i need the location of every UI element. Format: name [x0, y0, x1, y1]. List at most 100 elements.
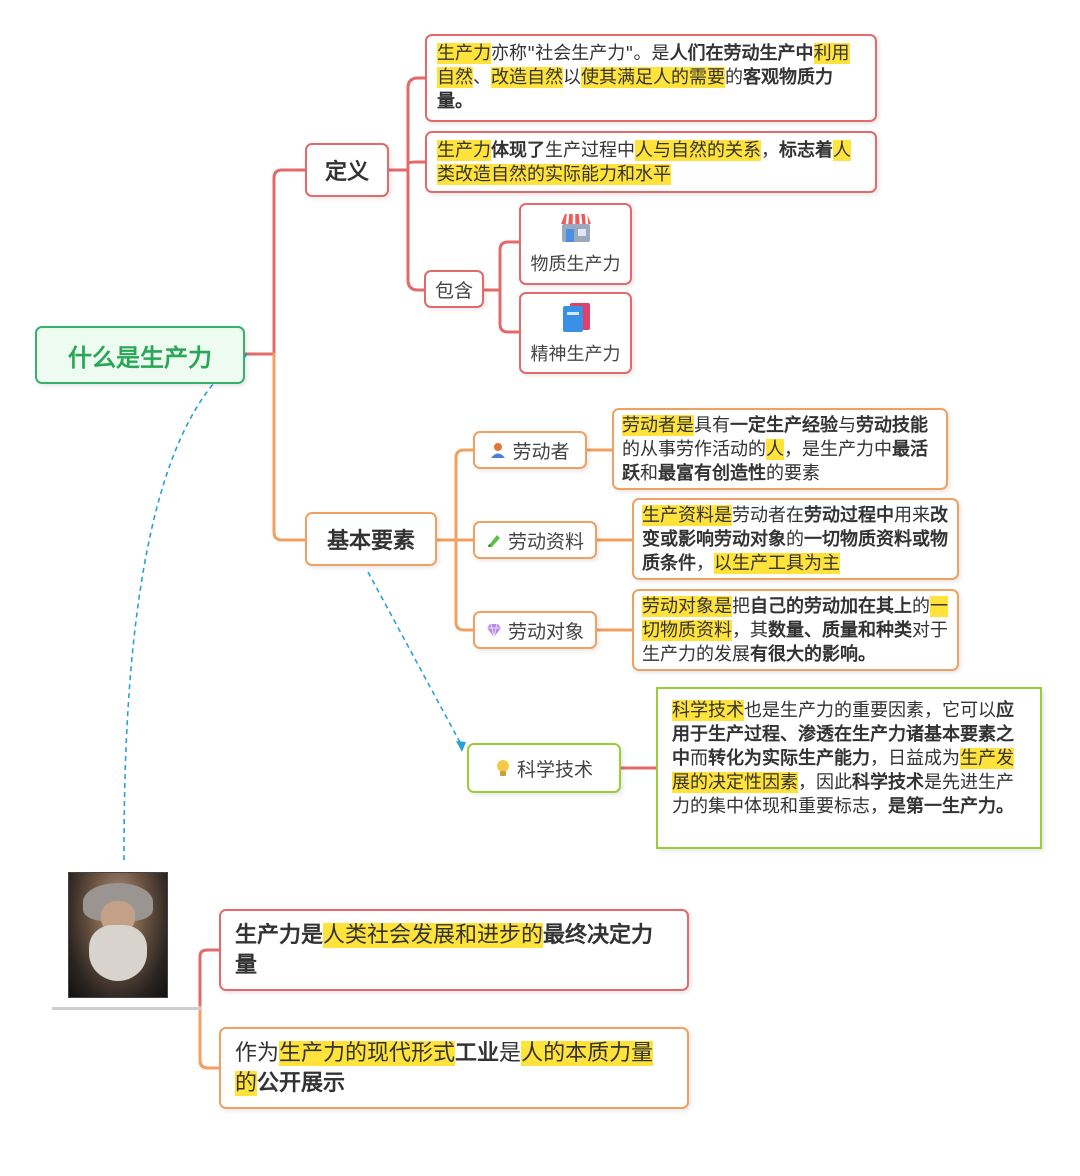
text-run: ， [761, 140, 779, 161]
text-run: 是先进生产力的集中体现和重要标志， [672, 772, 1014, 817]
text-run: 有很大的影响。 [750, 644, 876, 665]
text-run: 和 [640, 463, 658, 484]
text-run: 生产力的现代形式 [279, 1041, 456, 1066]
spiritual-productivity-card[interactable]: 精神生产力 [519, 292, 632, 374]
text-run: 人类社会发展和进步的 [323, 923, 544, 948]
text-run: 应用于生产过程、渗透在生产力诸基本要素之中 [672, 700, 1014, 769]
text-run: ，因此 [798, 772, 852, 793]
root-topic[interactable]: 什么是生产力 [35, 326, 245, 384]
text-run: 的 [725, 67, 743, 88]
text-run: 劳动技能 [856, 415, 928, 436]
text-run: 劳动对象是 [642, 596, 732, 617]
connector-contains-material [498, 240, 521, 292]
person-icon [491, 443, 506, 458]
text-run: 劳动过程中 [804, 505, 894, 526]
text-run: 亦称"社会生产力"。是 [491, 43, 670, 64]
connector-definition-contains [406, 168, 426, 292]
contains-label: 包含 [434, 279, 473, 302]
means-of-labor-label: 劳动资料 [507, 530, 584, 553]
text-run: 体现了 [491, 140, 545, 161]
shop-icon [560, 213, 591, 242]
object-of-labor-label: 劳动对象 [507, 620, 584, 643]
text-run: 、 [473, 67, 491, 88]
spiritual-productivity-label: 精神生产力 [530, 344, 621, 365]
object-of-labor-topic[interactable]: 劳动对象 [473, 611, 597, 649]
text-run: 自己的劳动加在其上 [750, 596, 912, 617]
text-run: 也是生产力的重要因素，它可以 [744, 700, 996, 721]
worker-text: 劳动者是具有一定生产经验与劳动技能的从事劳作活动的人，是生产力中最活跃和最富有创… [612, 408, 948, 490]
text-run: 是 [499, 1041, 522, 1066]
text-run: 最富有创造性 [658, 463, 766, 484]
text-run: 人们在劳动生产中 [669, 43, 814, 64]
definition-label: 定义 [324, 160, 369, 185]
connector-contains-spiritual [498, 288, 521, 334]
text-run: 而 [690, 748, 708, 769]
text-run: 改变或影响劳动对象 [642, 505, 948, 550]
text-run: 科学技术 [852, 772, 924, 793]
means-of-labor-topic[interactable]: 劳动资料 [473, 521, 597, 559]
connector-elements-worker [454, 448, 475, 542]
text-run: 数量、质量和种类 [768, 620, 912, 641]
text-run: 人 [766, 439, 784, 460]
text-run: 的 [912, 596, 930, 617]
text-run: ，是生产力中 [784, 439, 892, 460]
text-run: 工业 [455, 1041, 500, 1066]
text-run: 的要素 [766, 463, 820, 484]
text-run: 对于生产力的发展 [642, 620, 948, 665]
science-technology-topic[interactable]: 科学技术 [467, 743, 621, 793]
connector-elements-object [454, 538, 475, 632]
text-run: 生产资料是 [642, 505, 732, 526]
text-run: 把 [732, 596, 750, 617]
dashed-link-portrait-root [123, 355, 245, 861]
connector-root-definition [272, 168, 307, 356]
pencil-icon [487, 535, 500, 547]
text-run: 人与自然的关系 [635, 140, 761, 161]
text-run: ， [696, 553, 714, 574]
connector-definition-text1 [406, 76, 427, 172]
science-technology-text: 科学技术也是生产力的重要因素，它可以应用于生产过程、渗透在生产力诸基本要素之中而… [656, 687, 1042, 849]
portrait-baseline [52, 1007, 202, 1010]
basic-elements-label: 基本要素 [326, 529, 415, 554]
text-run: 具有 [694, 415, 730, 436]
arrow-head-science [456, 741, 466, 752]
text-run: 或物质条件 [642, 529, 948, 574]
text-run: 客观物质力量。 [437, 67, 833, 112]
quote-1: 生产力是人类社会发展和进步的最终决定力量 [219, 909, 689, 991]
connector-root-elements [272, 352, 307, 542]
definition-topic[interactable]: 定义 [305, 143, 389, 197]
text-run: 的 [786, 529, 804, 550]
text-run: 劳动者是 [622, 415, 694, 436]
gem-icon [486, 623, 501, 638]
material-productivity-label: 物质生产力 [530, 254, 621, 275]
portrait-image [68, 872, 168, 998]
worker-label: 劳动者 [512, 440, 570, 463]
bulb-icon [496, 760, 509, 776]
material-productivity-card[interactable]: 物质生产力 [519, 203, 632, 285]
text-run: ，日益成为 [870, 748, 960, 769]
root-topic-label: 什么是生产力 [68, 343, 212, 372]
quote-2: 作为生产力的现代形式工业是人的本质力量的公开展示 [219, 1027, 689, 1109]
book-icon [562, 303, 590, 332]
basic-elements-topic[interactable]: 基本要素 [305, 512, 437, 566]
text-run: 标志着 [779, 140, 833, 161]
text-run: 最活跃 [622, 439, 928, 484]
text-run: 公开展示 [257, 1071, 346, 1096]
text-run: 科学技术 [672, 700, 744, 721]
science-technology-label: 科学技术 [516, 758, 593, 781]
worker-topic[interactable]: 劳动者 [473, 431, 587, 469]
text-run: 的从事劳作活动的 [622, 439, 766, 460]
text-run: 与 [838, 415, 856, 436]
dashed-link-elements-science [367, 571, 463, 747]
definition-text-2: 生产力体现了生产过程中人与自然的关系，标志着人类改造自然的实际能力和水平 [425, 131, 877, 193]
connector-definition-text2 [406, 160, 427, 172]
text-run: 作为 [235, 1041, 280, 1066]
object-of-labor-text: 劳动对象是把自己的劳动加在其上的一切物质资料，其数量、质量和种类对于生产力的发展… [632, 589, 959, 671]
definition-text-1: 生产力亦称"社会生产力"。是人们在劳动生产中利用自然、改造自然以使其满足人的需要… [425, 34, 877, 122]
text-run: 一切物质资料 [804, 529, 912, 550]
connector-quote2 [198, 1005, 221, 1070]
text-run: 用来 [894, 505, 930, 526]
text-run: 以生产工具为主 [714, 553, 840, 574]
text-run: 生产过程中 [545, 140, 635, 161]
text-run: 最终决定力量 [235, 923, 654, 978]
contains-topic[interactable]: 包含 [424, 270, 484, 308]
